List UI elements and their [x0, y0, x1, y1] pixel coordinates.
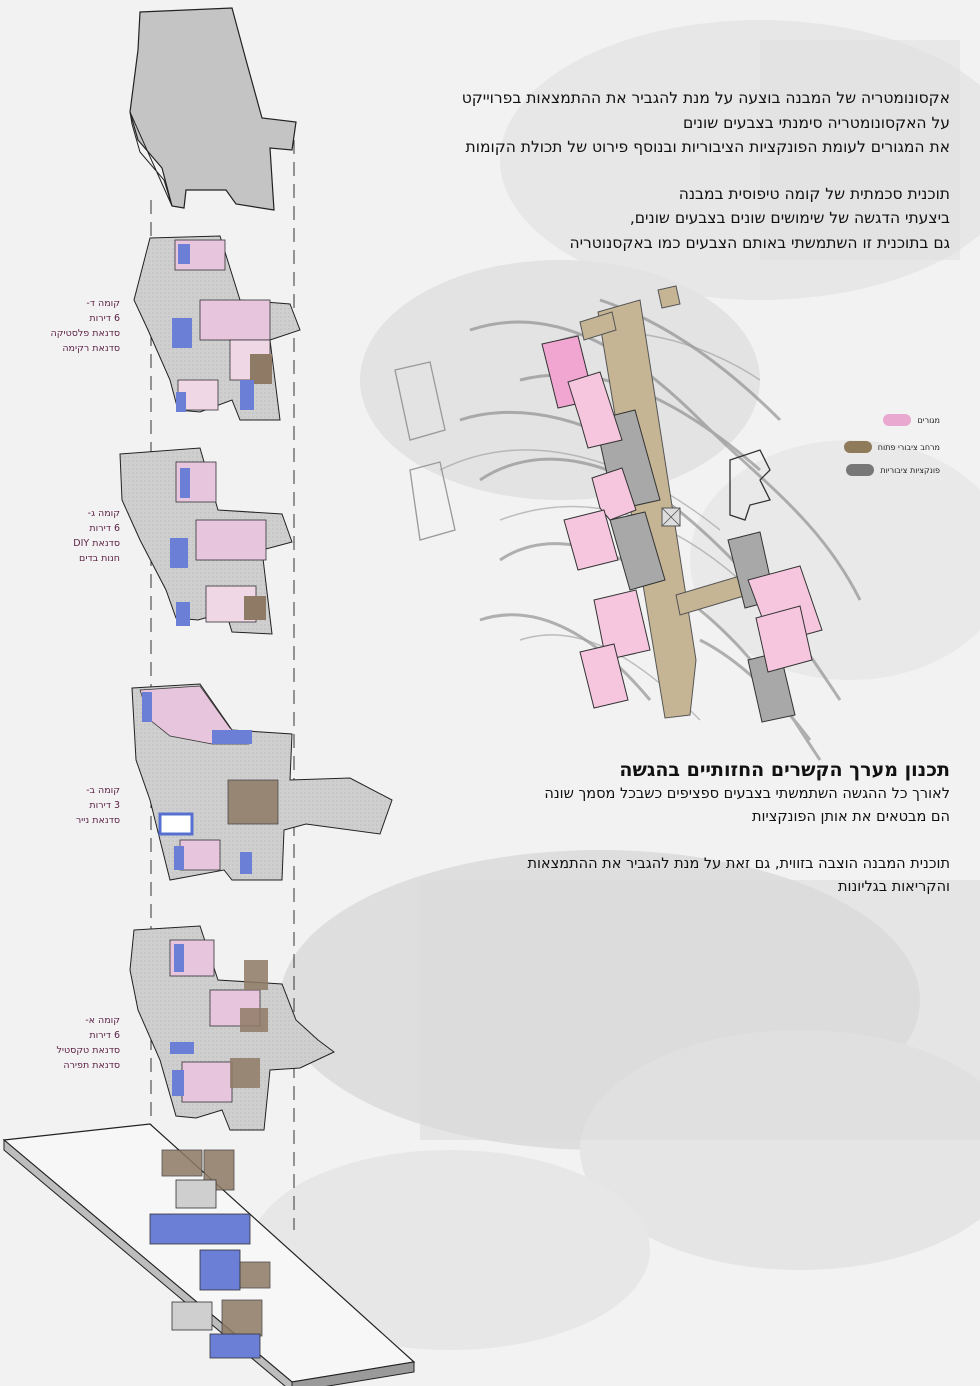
design-text: לאורך כל ההגשה השתמשתי בצבעים ספציפים כש…: [350, 783, 950, 899]
intro-text: אקסונומטריה של המבנה בוצעה על מנת להגביר…: [310, 86, 950, 255]
design-line: תוכנית המבנה הוצבה בזווית, גם זאת על מנת…: [527, 856, 950, 872]
floor-label-line: קומה א-: [85, 1015, 120, 1026]
floor-b-label: קומה ב- 3 דירות סדנאת נייר: [10, 783, 120, 828]
design-line: והקריאות בגליונות: [838, 879, 950, 895]
intro-line: על האקסונומטריה סימנתי בצבעים שונים: [683, 113, 950, 132]
floor-label-line: סדנאת DIY: [73, 538, 120, 549]
floor-g-axon: [119, 447, 293, 635]
intro-line: אקסונומטריה של המבנה בוצעה על מנת להגביר…: [461, 89, 950, 107]
floor-d-label: קומה ד- 6 דירות סדנאת פלסטיקה סדנאת רקימ…: [10, 296, 121, 356]
floor-label-line: סדנאת נייר: [75, 815, 120, 826]
floor-a-axon: [129, 925, 335, 1131]
legend-swatch: [846, 464, 875, 476]
floor-d-axon: [133, 235, 301, 421]
floor-label-line: סדנאת טקסטיל: [56, 1045, 120, 1056]
section-heading: תכנון מערך הקשרים החזותיים בהגשה: [619, 759, 950, 781]
intro-line: ביצעתי הדגשה של שימושים שונים בצבעים שונ…: [629, 209, 950, 227]
roof-slab: [129, 7, 297, 211]
floor-b-axon: [131, 683, 393, 881]
site-plan: [541, 285, 823, 723]
legend-label: פונקציות ציבוריות: [880, 465, 940, 475]
legend-label: מגורים: [917, 415, 940, 425]
legend-public-functions: פונקציות ציבוריות: [846, 464, 940, 476]
design-line: הם מבטאים את אותן הפונקציות: [752, 809, 950, 825]
legend-swatch: [883, 414, 912, 426]
floor-label-line: קומה ב-: [86, 785, 120, 796]
floor-label-line: סדנאת רקימה: [62, 343, 120, 354]
context-outlines: [394, 361, 771, 541]
floor-label-line: 3 דירות: [89, 800, 120, 811]
intro-line: גם בתוכנית זו השתמשתי באותם הצבעים כמו ב…: [569, 233, 950, 252]
ground-floor-axon: [149, 1149, 271, 1359]
intro-line: את המגורים לעומת הפונקציות הציבוריות ובנ…: [465, 138, 950, 156]
legend-label: מרחב ציבורי פתוח: [877, 442, 940, 452]
floor-a-label: קומה א- 6 דירות סדנאת טקסטיל סדנאת תפירה: [10, 1013, 120, 1073]
floor-label-line: 6 דירות: [89, 313, 120, 324]
floor-label-line: קומה ג-: [87, 508, 120, 519]
floor-label-line: 6 דירות: [89, 1030, 120, 1041]
floor-label-line: סדנאת תפירה: [63, 1060, 120, 1071]
floor-label-line: 6 דירות: [89, 523, 120, 534]
floor-label-line: חנות בדים: [79, 553, 120, 564]
floor-label-line: סדנאת פלסטיקה: [50, 328, 121, 339]
legend-open-public: מרחב ציבורי פתוח: [843, 441, 940, 453]
design-line: לאורך כל ההגשה השתמשתי בצבעים ספציפים כש…: [544, 786, 950, 802]
floor-g-label: קומה ג- 6 דירות סדנאת DIY חנות בדים: [10, 506, 120, 566]
intro-line: תוכנית סכמתית של קומה טיפוסית במבנה: [678, 184, 950, 203]
floor-label-line: קומה ד-: [86, 298, 120, 309]
legend-residential: מגורים: [883, 414, 940, 426]
legend-swatch: [843, 441, 872, 453]
